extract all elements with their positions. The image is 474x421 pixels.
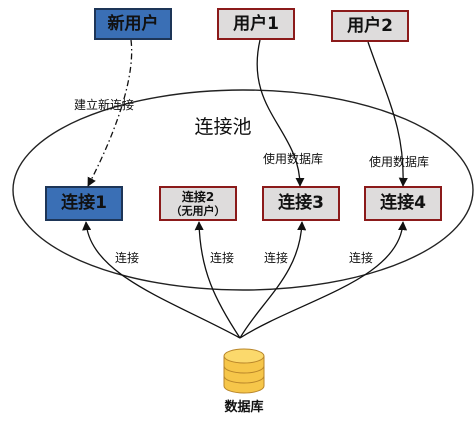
db-to-connection1-arrow <box>82 221 241 339</box>
connection1-label: 连接1 <box>61 192 107 213</box>
connect-label-1: 连接 <box>115 250 139 265</box>
new-user-box: 新用户 <box>94 8 172 40</box>
connection1-box: 连接1 <box>45 186 123 221</box>
connection4-label: 连接4 <box>380 192 426 213</box>
use-database-label-2: 使用数据库 <box>369 154 429 169</box>
connection2-box: 连接2 （无用户） <box>159 186 237 221</box>
user2-label: 用户2 <box>347 15 393 36</box>
connection3-label: 连接3 <box>278 192 324 213</box>
connection2-label-line1: 连接2 <box>182 189 214 204</box>
user1-label: 用户1 <box>233 13 279 34</box>
user1-box: 用户1 <box>217 8 295 40</box>
pool-title: 连接池 <box>194 116 251 138</box>
user2-box: 用户2 <box>331 10 409 42</box>
user1-to-connection3-arrow <box>256 39 305 187</box>
db-to-connection2-arrow <box>194 221 241 339</box>
db-to-connection4-arrow <box>239 221 408 339</box>
new-user-label: 新用户 <box>108 13 159 34</box>
new-user-to-connection1-arrow <box>87 39 133 187</box>
connection2-label-line2: （无用户） <box>171 204 226 218</box>
connection-pool-ellipse <box>12 89 474 291</box>
database-label: 数据库 <box>224 399 263 415</box>
connection3-box: 连接3 <box>262 186 340 221</box>
connection4-box: 连接4 <box>364 186 442 221</box>
db-to-connection3-arrow <box>239 221 307 339</box>
connect-label-2: 连接 <box>210 250 234 265</box>
connect-label-3: 连接 <box>264 250 288 265</box>
user2-to-connection4-arrow <box>367 41 408 187</box>
database-icon <box>223 348 265 394</box>
connect-label-4: 连接 <box>349 250 373 265</box>
use-database-label-1: 使用数据库 <box>263 151 323 166</box>
establish-new-connection-label: 建立新连接 <box>74 97 134 112</box>
